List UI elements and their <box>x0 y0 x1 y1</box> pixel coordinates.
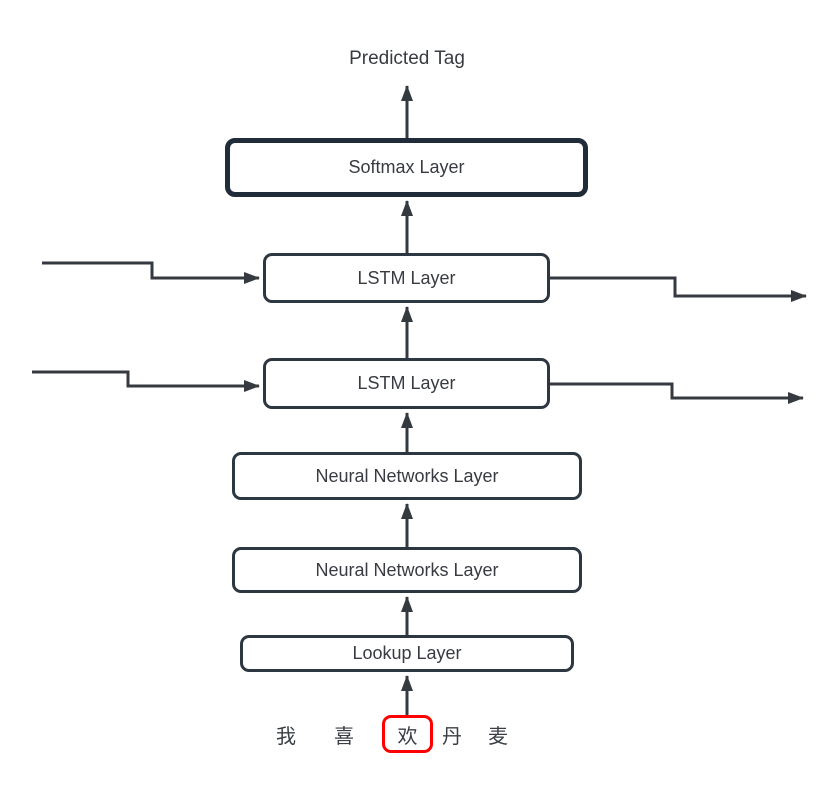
input-token: 喜 <box>334 726 354 748</box>
arrow-lstm1-in-left <box>42 261 260 284</box>
lookup-layer-box: Lookup Layer <box>240 635 574 672</box>
softmax-layer-box: Softmax Layer <box>225 138 588 197</box>
input-token-highlighted: 欢 <box>397 725 418 748</box>
arrow-lstm2-in-left <box>32 370 260 392</box>
neural-networks-layer-1-box: Neural Networks Layer <box>232 452 582 500</box>
input-token: 我 <box>276 726 296 748</box>
neural-networks-layer-2-box: Neural Networks Layer <box>232 547 582 593</box>
neural-networks-layer-1-label: Neural Networks Layer <box>315 465 499 486</box>
lstm-layer-1-box: LSTM Layer <box>263 253 550 303</box>
lstm-layer-2-box: LSTM Layer <box>263 358 550 409</box>
highlighted-token-box: 欢 <box>382 715 433 753</box>
lstm-layer-1-label: LSTM Layer <box>357 267 456 288</box>
input-token: 丹 <box>442 726 462 748</box>
arrow-lstm1-out-right <box>550 276 807 302</box>
predicted-tag-label: Predicted Tag <box>349 48 465 69</box>
lookup-layer-label: Lookup Layer <box>352 643 462 663</box>
arrow-lstm2-out-right <box>550 382 804 404</box>
input-token: 麦 <box>488 726 508 748</box>
softmax-layer-label: Softmax Layer <box>348 157 465 177</box>
neural-networks-layer-2-label: Neural Networks Layer <box>315 559 499 580</box>
lstm-layer-2-label: LSTM Layer <box>357 373 456 393</box>
